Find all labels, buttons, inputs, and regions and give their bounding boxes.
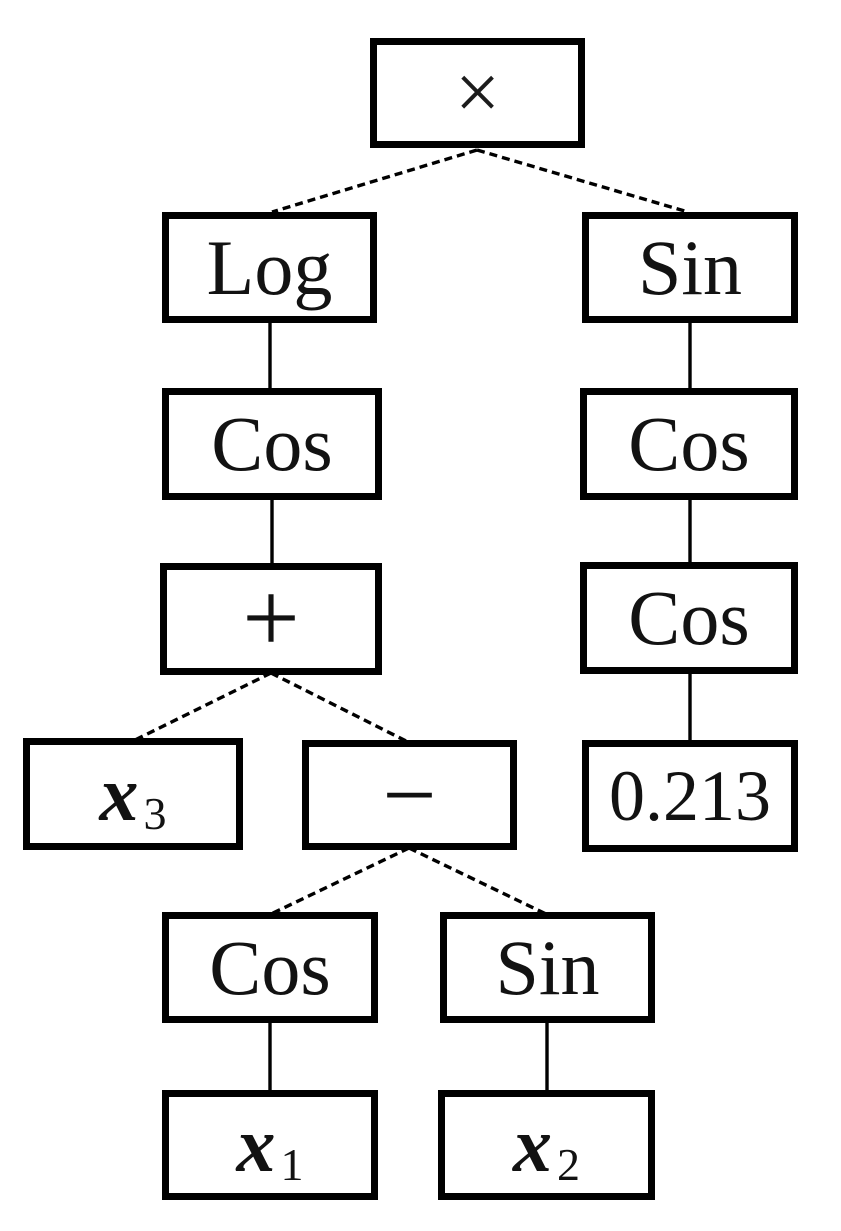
- node-plus: +: [160, 563, 382, 675]
- node-sin-right: Sin: [582, 212, 798, 323]
- node-x2-label: x: [513, 1101, 552, 1188]
- node-multiply: ×: [370, 38, 585, 148]
- node-cos-bottom-label: Cos: [209, 923, 331, 1011]
- node-minus: −: [302, 740, 517, 850]
- node-log-label: Log: [206, 223, 333, 311]
- node-sin-right-label: Sin: [637, 223, 743, 311]
- node-sin-bottom: Sin: [440, 912, 655, 1023]
- edge-plus-minus: [270, 671, 409, 744]
- node-cos-right-2-label: Cos: [628, 574, 750, 661]
- node-cos-right-2: Cos: [580, 562, 798, 674]
- node-plus-label: +: [242, 562, 300, 675]
- node-x1-subscript: 1: [280, 1139, 304, 1190]
- edge-multiply-sin-right: [476, 148, 689, 214]
- node-cos-left-label: Cos: [211, 400, 333, 487]
- node-sin-bottom-label: Sin: [495, 923, 600, 1011]
- edge-minus-cos-bottom: [270, 846, 410, 916]
- node-cos-right-1: Cos: [580, 388, 798, 500]
- node-x3-subscript: 3: [143, 788, 167, 839]
- edge-multiply-log: [271, 148, 478, 214]
- node-const-0213: 0.213: [582, 740, 798, 852]
- node-log: Log: [162, 212, 377, 323]
- node-minus-label: −: [382, 741, 437, 848]
- edge-plus-x3: [134, 671, 272, 742]
- edge-minus-sin-bottom: [408, 846, 547, 916]
- node-cos-bottom: Cos: [162, 912, 378, 1023]
- node-x2-subscript: 2: [557, 1139, 580, 1190]
- node-cos-right-1-label: Cos: [628, 400, 750, 487]
- node-x3-label: x: [99, 750, 139, 837]
- node-x1-label: x: [236, 1101, 276, 1188]
- node-cos-left: Cos: [162, 388, 382, 500]
- node-multiply-label: ×: [454, 49, 501, 137]
- node-const-0213-label: 0.213: [609, 756, 771, 836]
